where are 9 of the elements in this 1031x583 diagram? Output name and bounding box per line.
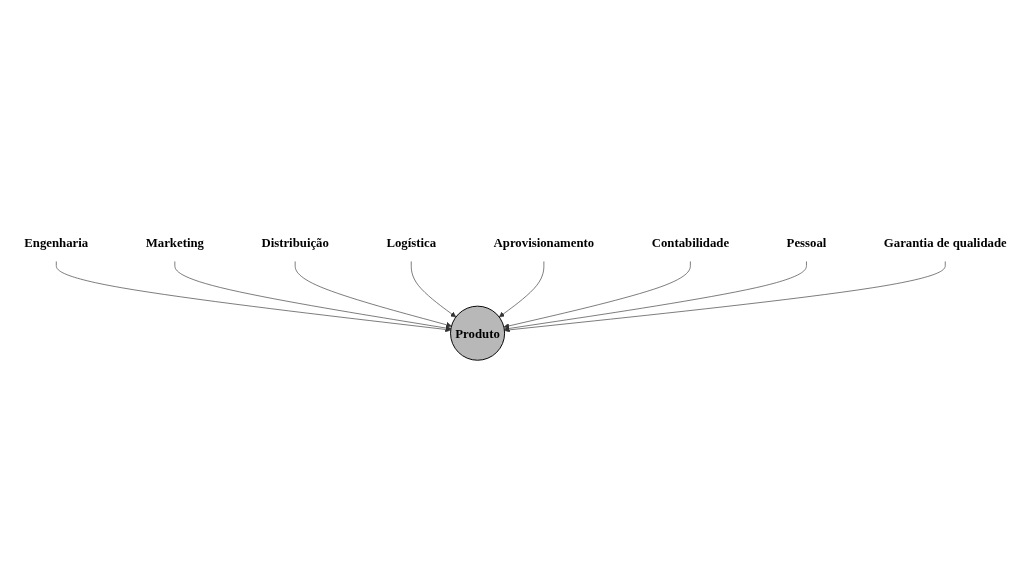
node-text: Contabilidade bbox=[651, 235, 730, 250]
node-text: Marketing bbox=[145, 235, 204, 250]
node-text: Aprovisionamento bbox=[493, 235, 595, 250]
node-circle: Produto bbox=[450, 305, 506, 361]
node-text: Distribuição bbox=[261, 235, 329, 250]
node-text: Garantia de qualidade bbox=[883, 235, 1007, 250]
node-text: Pessoal bbox=[786, 235, 827, 250]
node-text: Engenharia bbox=[24, 235, 89, 250]
node-text: Logística bbox=[386, 235, 437, 250]
